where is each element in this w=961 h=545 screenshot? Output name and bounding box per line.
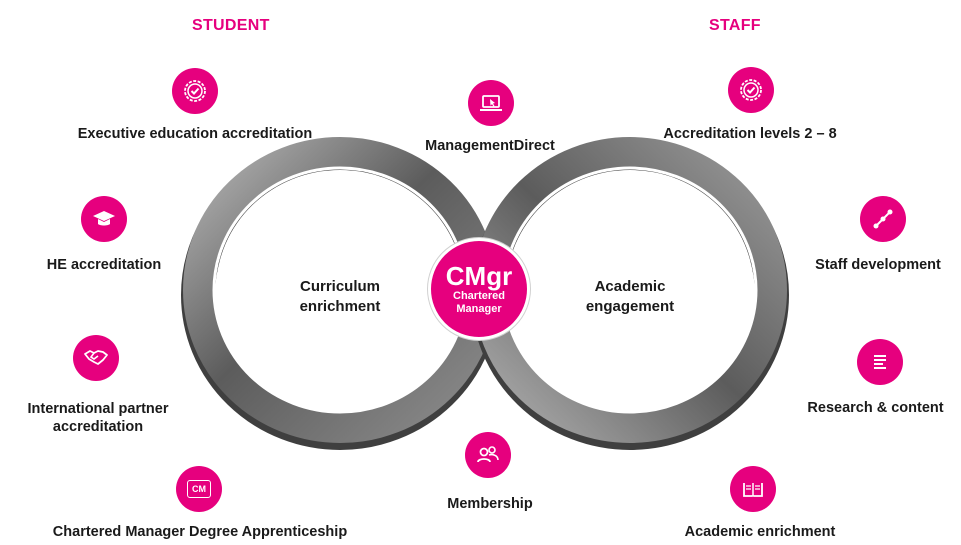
handshake-icon — [73, 335, 119, 381]
research-content-label: Research & content — [807, 400, 944, 416]
academic-engagement-label: Academic engagement — [560, 277, 700, 317]
graduation-cap-icon — [81, 196, 127, 242]
certificate-seal-icon — [728, 67, 774, 113]
he-accreditation-label: HE accreditation — [46, 257, 162, 273]
progress-line-icon — [860, 196, 906, 242]
staff-column-title: STAFF — [709, 17, 761, 34]
executive-education-label: Executive education accreditation — [77, 126, 313, 142]
curriculum-line-1: Curriculum — [299, 278, 380, 295]
cmgr-line-2: Manager — [456, 303, 502, 315]
academic-enrichment-label: Academic enrichment — [684, 524, 836, 540]
international-line-1: International partner — [27, 401, 169, 417]
cm-badge-icon: CM — [176, 466, 222, 512]
management-direct-label: ManagementDirect — [425, 138, 555, 154]
people-icon — [465, 432, 511, 478]
cmda-label: Chartered Manager Degree Apprenticeship — [52, 524, 348, 540]
membership-label: Membership — [447, 496, 533, 512]
document-lines-icon — [857, 339, 903, 385]
international-partner-label: International partner accreditation — [0, 400, 196, 436]
cmgr-line-1: Chartered — [453, 290, 505, 302]
cm-text: CM — [187, 480, 211, 498]
open-book-icon — [730, 466, 776, 512]
engagement-line-1: Academic — [594, 278, 666, 295]
international-line-2: accreditation — [52, 419, 144, 435]
laptop-cursor-icon — [468, 80, 514, 126]
curriculum-line-2: enrichment — [299, 298, 381, 315]
student-column-title: STUDENT — [192, 17, 270, 34]
cmgr-badge: CMgr Chartered Manager — [428, 238, 530, 340]
engagement-line-2: engagement — [585, 298, 675, 315]
staff-development-label: Staff development — [815, 257, 941, 273]
curriculum-enrichment-label: Curriculum enrichment — [270, 277, 410, 317]
cmgr-title: CMgr — [445, 261, 513, 291]
certificate-seal-icon — [172, 68, 218, 114]
accreditation-levels-label: Accreditation levels 2 – 8 — [663, 126, 837, 142]
